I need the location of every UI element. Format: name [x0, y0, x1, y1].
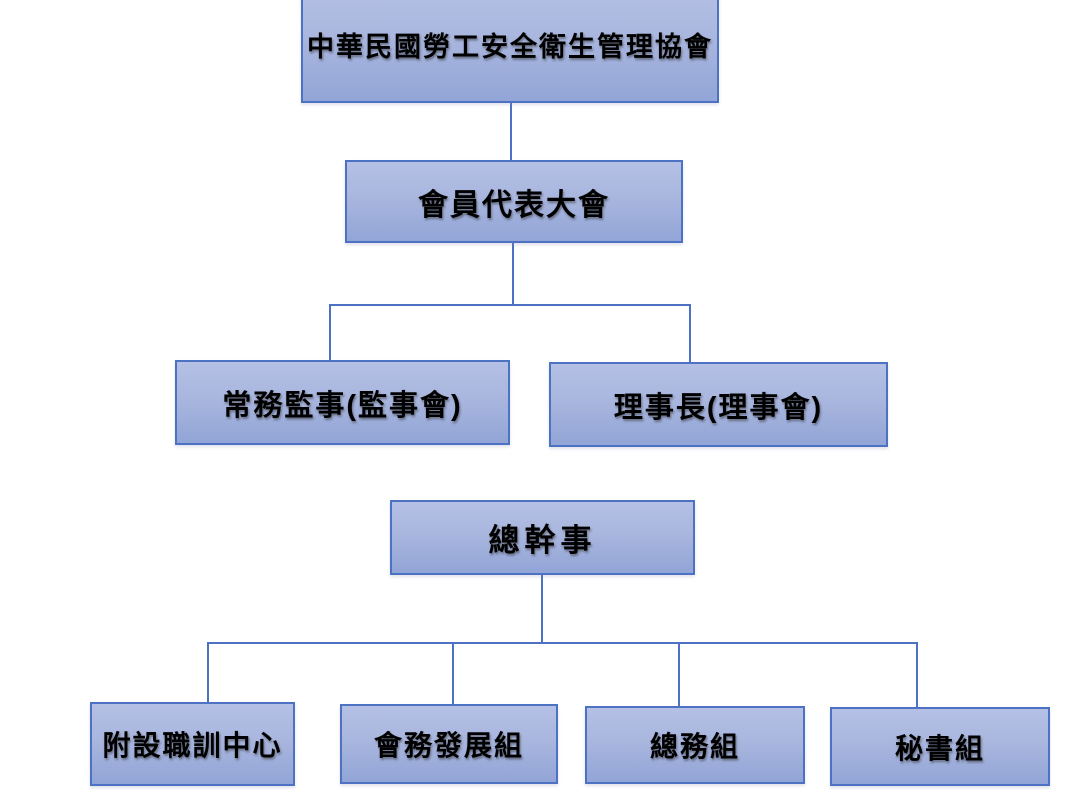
node-training-center: 附設職訓中心 — [90, 702, 295, 786]
connector-association-assembly — [510, 103, 512, 160]
node-chairman: 理事長(理事會) — [549, 362, 888, 447]
connector-branch-development — [452, 642, 454, 704]
connector-branch-supervisors — [329, 304, 331, 360]
node-development: 會務發展組 — [340, 704, 558, 784]
node-assembly: 會員代表大會 — [345, 160, 683, 243]
connector-secretary-stem — [541, 575, 543, 644]
connector-branch-general-affairs — [678, 642, 680, 706]
connector-assembly-branch-bar — [329, 304, 691, 306]
node-secretary-general: 總幹事 — [390, 500, 695, 575]
connector-branch-secretariat — [916, 642, 918, 707]
connector-branch-chairman — [689, 304, 691, 363]
node-general-affairs: 總務組 — [585, 706, 805, 784]
node-secretariat: 秘書組 — [830, 707, 1050, 786]
node-supervisors: 常務監事(監事會) — [175, 360, 510, 445]
connector-secretary-branch-bar — [207, 642, 918, 644]
node-association: 中華民國勞工安全衛生管理協會 — [301, 0, 719, 103]
connector-branch-training-center — [207, 642, 209, 702]
connector-assembly-stem — [512, 243, 514, 305]
